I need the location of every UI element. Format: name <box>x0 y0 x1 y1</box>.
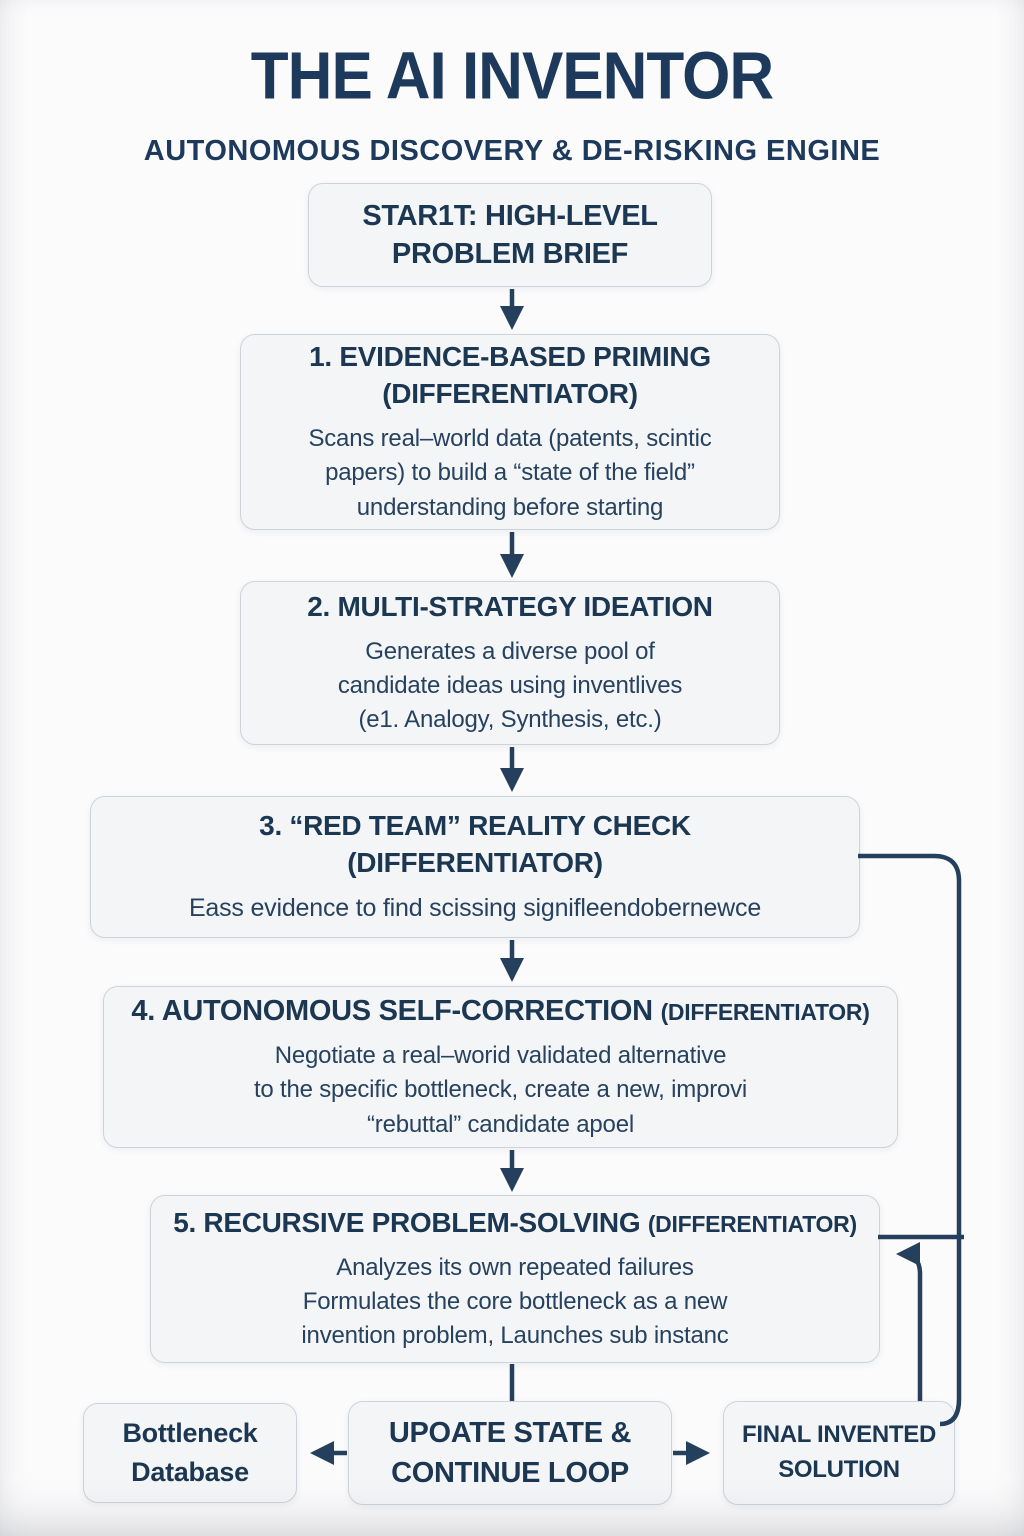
node-title: FINAL INVENTED SOLUTION <box>741 1421 937 1483</box>
node-title: STAR1T: HIGH-LEVEL PROBLEM BRIEF <box>362 199 658 270</box>
node-body: Eass evidence to find scissing signiflee… <box>188 893 762 922</box>
node-body: Negotiate a real–worid validated alterna… <box>253 1042 748 1138</box>
page-subtitle: AUTONOMOUS DISCOVERY & DE-RISKING ENGINE <box>143 135 881 167</box>
node-step-3-red-team-reality-check: 3. “RED TEAM” REALITY CHECK (DIFFERENTIA… <box>90 796 860 938</box>
node-title-main: 4. AUTONOMOUS SELF-CORRECTION <box>131 994 653 1027</box>
node-step-5-recursive-problem-solving: 5. RECURSIVE PROBLEM-SOLVING (DIFFERENTI… <box>150 1195 880 1363</box>
node-update-state-continue-loop: UPOATE STATE & CONTINUE LOOP <box>348 1401 672 1505</box>
node-title: 5. RECURSIVE PROBLEM-SOLVING (DIFFERENTI… <box>173 1205 857 1242</box>
node-title: Bottleneck Database <box>122 1417 258 1487</box>
node-step-4-autonomous-self-correction: 4. AUTONOMOUS SELF-CORRECTION (DIFFERENT… <box>103 986 898 1148</box>
page-title: THE AI INVENTOR <box>250 39 774 114</box>
node-title-main: 5. RECURSIVE PROBLEM-SOLVING <box>173 1206 641 1238</box>
node-title: 1. EVIDENCE-BASED PRIMING (DIFFERENTIATO… <box>309 341 711 410</box>
node-title: 3. “RED TEAM” REALITY CHECK (DIFFERENTIA… <box>259 809 691 878</box>
arrow-final-loopback-to-step5 <box>896 1242 923 1401</box>
poster-header: THE AI INVENTOR AUTONOMOUS DISCOVERY & D… <box>0 38 1024 168</box>
node-start-problem-brief: STAR1T: HIGH-LEVEL PROBLEM BRIEF <box>308 183 712 287</box>
node-body: Generates a diverse pool of candidate id… <box>337 637 683 734</box>
node-title-tag: (DIFFERENTIATOR) <box>660 998 870 1025</box>
node-bottleneck-database: Bottleneck Database <box>83 1403 297 1503</box>
node-step-1-evidence-priming: 1. EVIDENCE-BASED PRIMING (DIFFERENTIATO… <box>240 334 780 530</box>
node-title: 2. MULTI-STRATEGY IDEATION <box>307 590 713 622</box>
node-step-2-multi-strategy-ideation: 2. MULTI-STRATEGY IDEATION Generates a d… <box>240 581 780 745</box>
node-title: UPOATE STATE & CONTINUE LOOP <box>388 1416 632 1489</box>
node-body: Analyzes its own repeated failures Formu… <box>301 1253 729 1350</box>
node-title: 4. AUTONOMOUS SELF-CORRECTION (DIFFERENT… <box>131 992 869 1030</box>
node-final-invented-solution: FINAL INVENTED SOLUTION <box>723 1401 955 1505</box>
node-body: Scans real–world data (patents, scintic … <box>308 424 712 521</box>
node-title-tag: (DIFFERENTIATOR) <box>647 1210 857 1237</box>
